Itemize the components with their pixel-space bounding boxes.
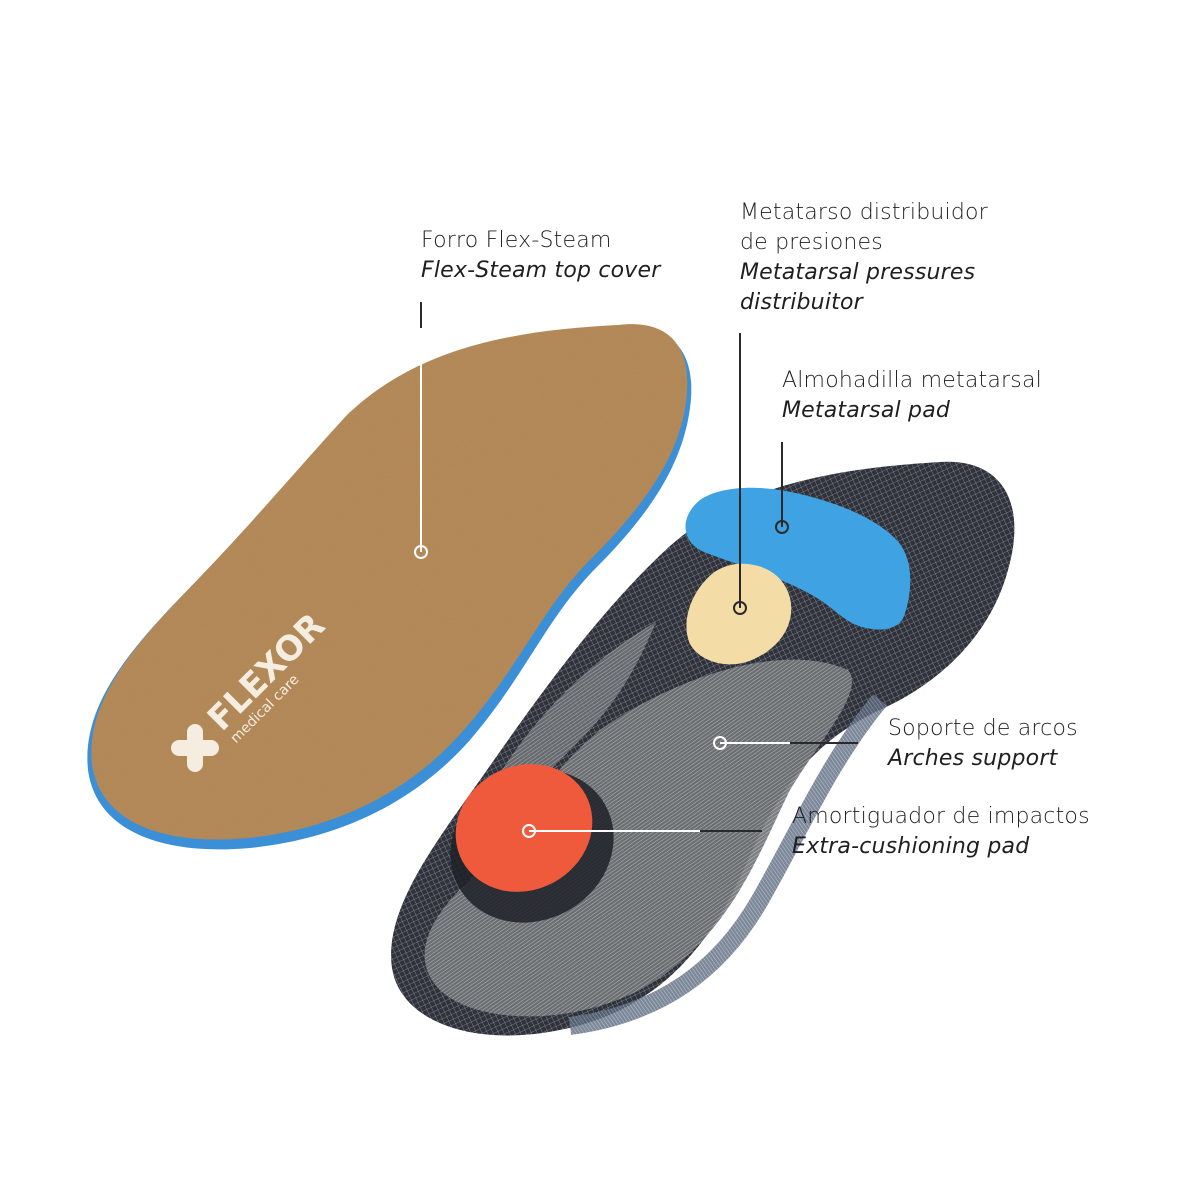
insole-top-cover bbox=[91, 324, 688, 840]
label-en: Metatarsal pad bbox=[782, 398, 951, 423]
cross-x-icon bbox=[171, 724, 219, 772]
arch-support-region bbox=[424, 659, 853, 1017]
label-en: Arches support bbox=[888, 746, 1058, 771]
label-es: Almohadilla metatarsal bbox=[782, 368, 1042, 393]
label-es: Forro Flex-Steam bbox=[421, 228, 612, 253]
metatarsal-pressure-bar bbox=[685, 487, 911, 630]
label-es: Metatarso distribuidor bbox=[740, 200, 988, 225]
marker-ring-icon bbox=[713, 736, 727, 750]
label-en: Extra-cushioning pad bbox=[792, 834, 1030, 859]
arch-edge-highlight bbox=[568, 694, 887, 1035]
label-es: Soporte de arcos bbox=[888, 716, 1078, 741]
label-en: distribuitor bbox=[740, 290, 863, 315]
marker-ring-icon bbox=[775, 520, 789, 534]
marker-ring-icon bbox=[414, 545, 428, 559]
label-en: Flex-Steam top cover bbox=[421, 258, 661, 283]
marker-ring-icon bbox=[733, 601, 747, 615]
callout-leaders bbox=[414, 302, 858, 838]
top-cover-insole bbox=[87, 324, 692, 850]
label-en: Metatarsal pressures bbox=[740, 260, 976, 285]
label-es: Amortiguador de impactos bbox=[792, 804, 1090, 829]
label-es: de presiones bbox=[740, 230, 883, 255]
marker-ring-icon bbox=[522, 824, 536, 838]
